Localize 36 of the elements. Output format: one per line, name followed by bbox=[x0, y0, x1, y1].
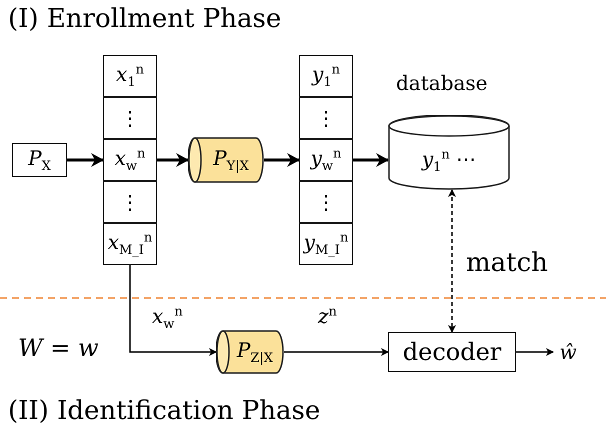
node-text: ⋮ bbox=[316, 106, 336, 130]
vector-cell bbox=[299, 139, 353, 181]
decoder-box bbox=[388, 332, 516, 372]
node-text: ⋮ bbox=[316, 190, 336, 214]
node-text: ŵ bbox=[559, 340, 577, 364]
node-text: ⋮ bbox=[120, 106, 140, 130]
vector-cell bbox=[299, 55, 353, 97]
vector-cell bbox=[103, 139, 157, 181]
node-text: decoder bbox=[402, 338, 502, 366]
ellipsis-cell bbox=[299, 97, 353, 139]
vector-cell bbox=[103, 55, 157, 97]
node-text: ⋮ bbox=[120, 190, 140, 214]
arrow bbox=[129, 265, 217, 356]
node-text: P$_{Y|X}$ bbox=[213, 146, 249, 174]
ellipsis-cell bbox=[103, 181, 157, 223]
phase-heading: (I) Enrollment Phase bbox=[8, 4, 282, 34]
arrow bbox=[157, 153, 189, 167]
ellipsis-cell bbox=[103, 97, 157, 139]
phase-heading: (II) Identification Phase bbox=[8, 396, 320, 426]
vector-cell bbox=[299, 223, 353, 265]
arrow bbox=[448, 189, 456, 333]
node-text: P$_{Z|X}$ bbox=[236, 338, 274, 366]
arrow bbox=[264, 153, 300, 167]
node-text: P$_{X}$ bbox=[28, 146, 51, 174]
variable-assignment: W = w bbox=[18, 334, 99, 362]
distribution-box bbox=[12, 143, 67, 177]
arrow bbox=[284, 348, 389, 356]
edge-label: match bbox=[466, 248, 548, 278]
ellipsis-cell bbox=[299, 181, 353, 223]
arrow bbox=[67, 153, 104, 167]
edge-label: z$^{n}$ bbox=[318, 304, 337, 328]
arrow bbox=[516, 348, 554, 356]
arrow bbox=[353, 153, 389, 167]
vector-cell bbox=[103, 223, 157, 265]
heading-text: database bbox=[396, 71, 488, 95]
record-text: y$_{1}$$^{n}$ ⋯ bbox=[422, 146, 476, 174]
